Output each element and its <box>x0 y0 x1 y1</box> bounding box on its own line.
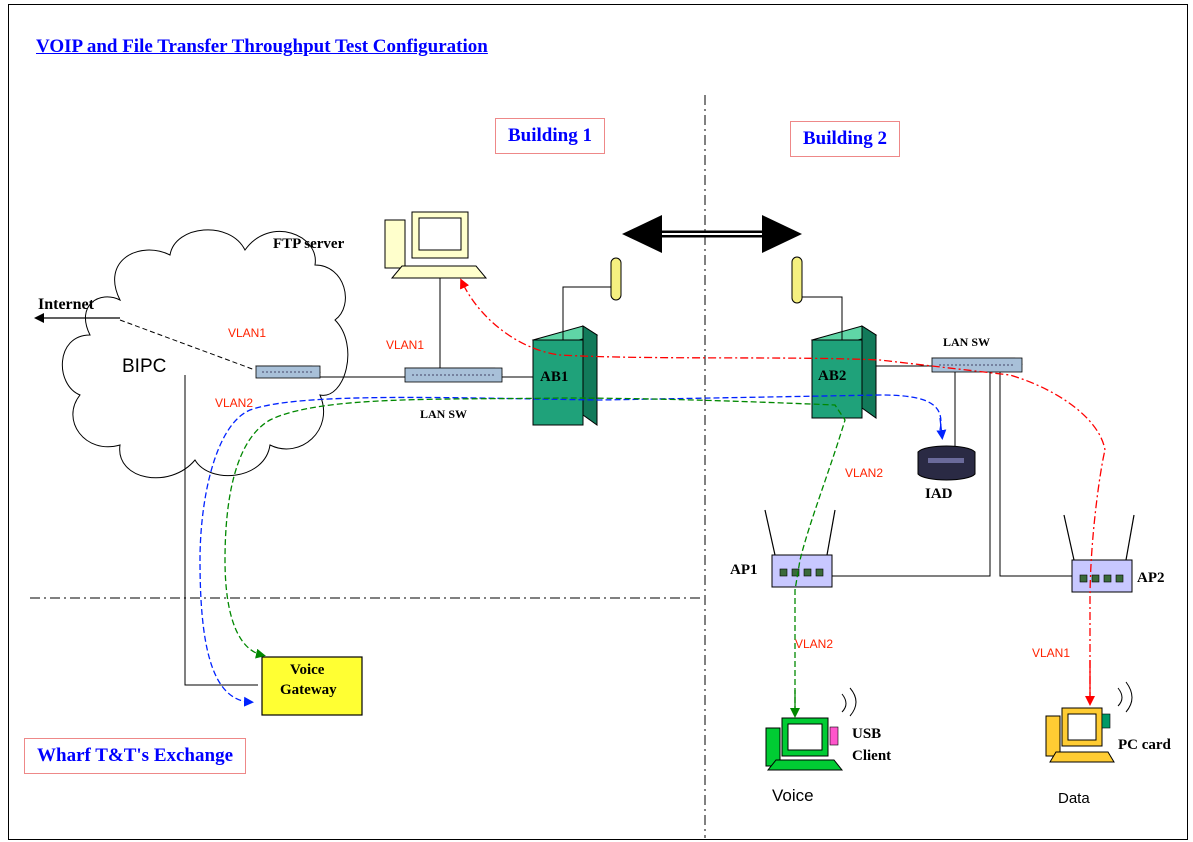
vlan-label: VLAN2 <box>795 637 834 651</box>
bridge-icon <box>810 325 878 419</box>
building-2-label: Building 2 <box>790 121 900 157</box>
building-1-label: Building 1 <box>495 118 605 154</box>
voice-gateway-label-line1: Voice <box>290 662 325 678</box>
vlan-label: VLAN2 <box>845 466 884 480</box>
vlan-label: VLAN1 <box>1032 646 1071 660</box>
ap1-label: AP1 <box>730 562 758 578</box>
vlan-label: VLAN1 <box>228 326 267 340</box>
exchange-label: Wharf T&T's Exchange <box>24 738 247 774</box>
ftp-server-label: FTP server <box>273 236 345 252</box>
access-point-icon <box>1063 514 1135 593</box>
bridge-icon <box>531 325 599 426</box>
double-arrow-icon <box>622 215 802 253</box>
vlan-label: VLAN1 <box>386 338 425 352</box>
voice-caption: Voice <box>772 786 814 805</box>
vlan2-iad-path <box>199 394 942 707</box>
cloud-icon <box>61 229 349 479</box>
data-caption: Data <box>1058 790 1090 807</box>
access-point-icon <box>764 509 836 588</box>
switch-icon <box>404 367 503 383</box>
usb-dongle-icon <box>829 726 839 746</box>
vlan1-path <box>460 278 1106 700</box>
computer-icon <box>765 687 857 771</box>
switch-icon <box>931 357 1023 373</box>
pc-card-label: PC card <box>1118 737 1171 753</box>
usb-client-label-line1: USB <box>852 726 882 742</box>
bipc-label: BIPC <box>122 356 167 377</box>
antenna-icon <box>791 256 843 340</box>
page-title: VOIP and File Transfer Throughput Test C… <box>36 36 488 57</box>
vlan2-voice-path <box>224 397 846 712</box>
switch-icon <box>255 365 321 379</box>
computer-icon <box>1045 681 1133 763</box>
ap2-label: AP2 <box>1137 570 1165 586</box>
voice-gateway-label-line2: Gateway <box>280 682 337 698</box>
antenna-icon <box>562 257 622 340</box>
voice-gateway-box <box>261 656 363 716</box>
iad-modem-icon <box>917 445 976 481</box>
lan-sw-1-label: LAN SW <box>420 407 468 421</box>
pc-card-icon <box>1101 713 1111 729</box>
iad-label: IAD <box>925 486 953 502</box>
ab2-label: AB2 <box>818 368 847 384</box>
lan-sw-2-label: LAN SW <box>943 335 991 349</box>
vlan-label: VLAN2 <box>215 396 254 410</box>
ab1-label: AB1 <box>540 369 569 385</box>
usb-client-label-line2: Client <box>852 748 892 764</box>
internet-label: Internet <box>38 296 94 313</box>
computer-icon <box>384 211 488 279</box>
